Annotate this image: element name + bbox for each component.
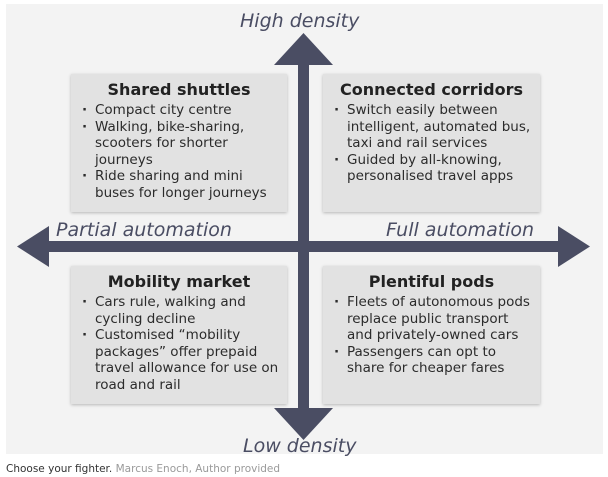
list-item: Walking, bike-sharing, scooters for shor… — [82, 119, 279, 169]
horizontal-axis-line — [46, 241, 561, 252]
quadrant-mobility-market: Mobility market Cars rule, walking and c… — [71, 266, 287, 404]
caption-text: Choose your fighter. — [6, 463, 113, 475]
quadrant-list: Cars rule, walking and cycling decline C… — [79, 294, 279, 393]
list-item: Ride sharing and mini buses for longer j… — [82, 168, 279, 201]
axis-label-full-automation: Full automation — [386, 219, 535, 241]
up-arrowhead — [274, 33, 333, 65]
quadrant-list: Compact city centre Walking, bike-sharin… — [79, 102, 279, 201]
quadrant-shared-shuttles: Shared shuttles Compact city centre Walk… — [71, 74, 287, 212]
axis-label-low-density: Low density — [243, 435, 357, 457]
caption-source: Author provided — [195, 463, 281, 475]
quadrant-list: Fleets of autonomous pods replace public… — [331, 294, 532, 377]
axis-label-partial-automation: Partial automation — [56, 219, 232, 241]
down-arrowhead — [274, 408, 333, 440]
list-item: Passengers can opt to share for cheaper … — [334, 344, 532, 377]
left-arrowhead — [17, 226, 49, 267]
quadrant-connected-corridors: Connected corridors Switch easily betwee… — [323, 74, 540, 212]
quadrant-list: Switch easily between intelligent, autom… — [331, 102, 532, 185]
list-item: Guided by all-knowing, personalised trav… — [334, 152, 532, 185]
list-item: Compact city centre — [82, 102, 279, 119]
list-item: Cars rule, walking and cycling decline — [82, 294, 279, 327]
quadrant-title: Connected corridors — [340, 80, 523, 99]
quadrant-title: Shared shuttles — [107, 80, 251, 99]
list-item: Customised “mobility packages” offer pre… — [82, 327, 279, 393]
list-item: Fleets of autonomous pods replace public… — [334, 294, 532, 344]
list-item: Switch easily between intelligent, autom… — [334, 102, 532, 152]
right-arrowhead — [558, 226, 590, 267]
quadrant-title: Mobility market — [107, 272, 251, 291]
vertical-axis-line — [298, 62, 309, 418]
axis-label-high-density: High density — [240, 10, 360, 32]
quadrant-plentiful-pods: Plentiful pods Fleets of autonomous pods… — [323, 266, 540, 404]
quadrant-title: Plentiful pods — [368, 272, 495, 291]
figure-caption: Choose your fighter. Marcus Enoch, Autho… — [6, 463, 280, 475]
caption-credit: Marcus Enoch, — [115, 463, 192, 475]
